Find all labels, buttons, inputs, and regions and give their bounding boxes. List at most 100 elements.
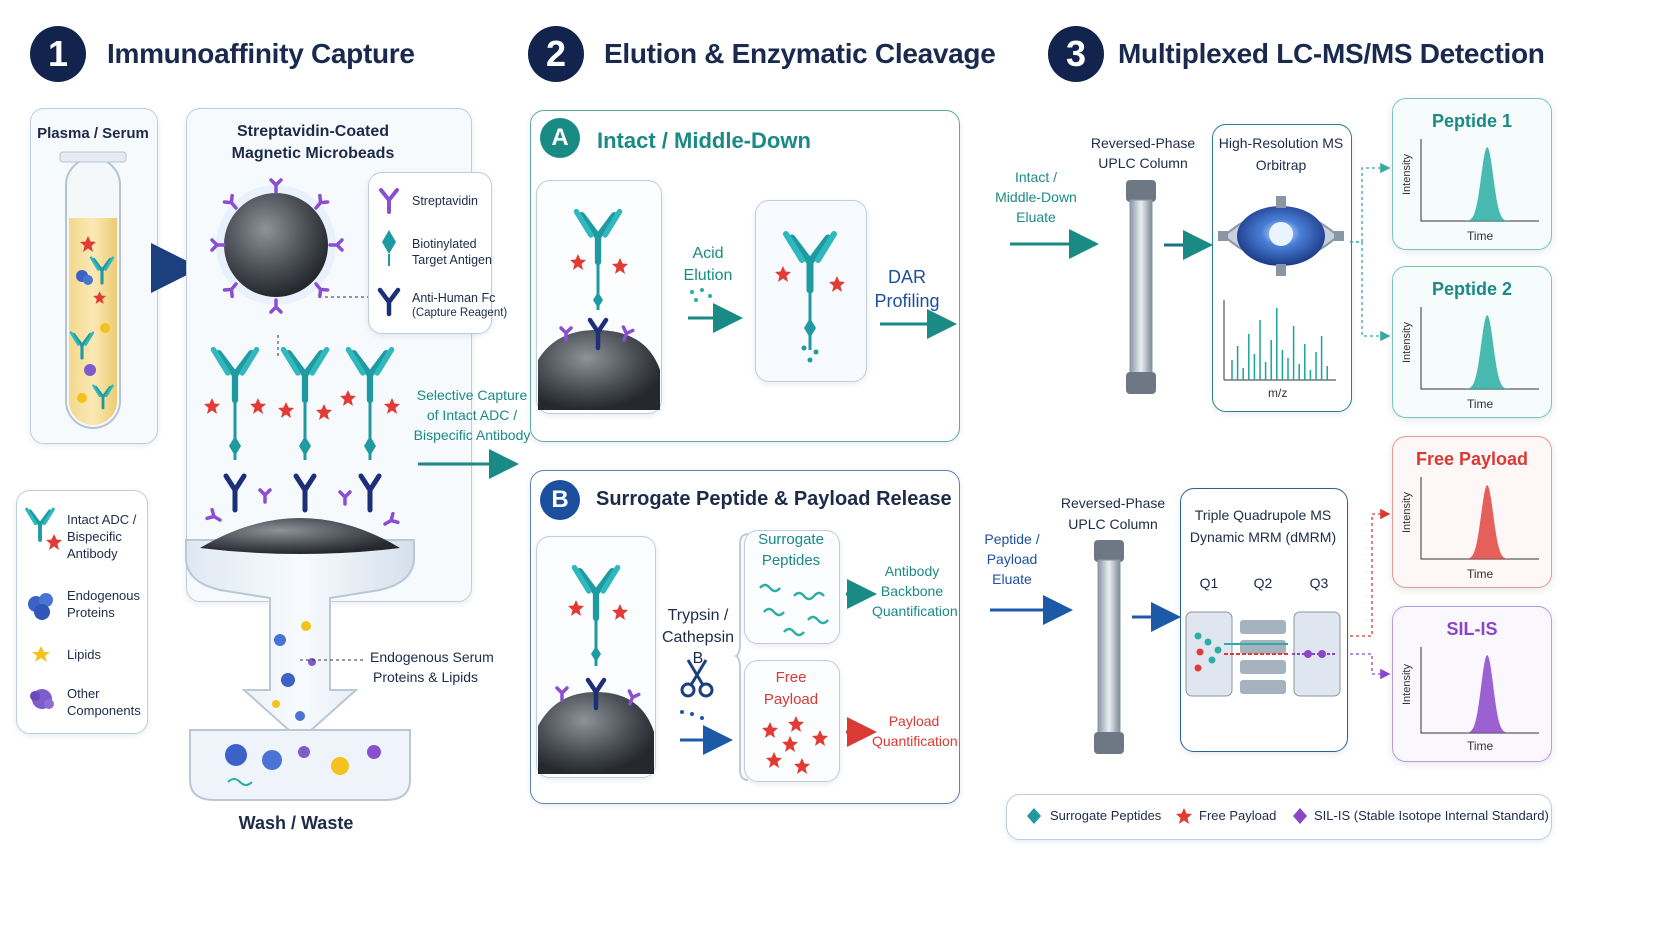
captured-antibody-2 <box>278 350 332 513</box>
panel-a-title: Intact / Middle-Down <box>597 128 811 153</box>
chromatogram-connectors <box>1350 162 1391 680</box>
eluate-top-label-3: Eluate <box>1016 209 1056 225</box>
endogenous-label-2: Proteins & Lipids <box>373 669 479 685</box>
beads-title-line2: Magnetic Microbeads <box>231 145 395 162</box>
backbone-label-3: Quantification <box>872 603 958 619</box>
step-3-title: Multiplexed LC-MS/MS Detection <box>1118 38 1545 69</box>
surrogate-label-2: Peptides <box>761 552 821 569</box>
legend-endogenous-2: Proteins <box>67 605 115 620</box>
x-axis-label: Time <box>1467 229 1494 243</box>
free-payload-stars-icon <box>762 716 828 774</box>
chromatogram-peak <box>1423 655 1537 733</box>
acid-elution-label-2: Elution <box>683 267 733 284</box>
legend-antigen-label-2: Target Antigen <box>412 253 492 267</box>
legend-endogenous-1: Endogenous <box>67 588 141 603</box>
enzyme-label-2: Cathepsin B <box>661 629 735 667</box>
orbitrap-label-2: Orbitrap <box>1255 157 1307 173</box>
chromatogram-peptide-2: Peptide 2 Intensity Time <box>1392 266 1552 418</box>
orbitrap-icon <box>1218 196 1344 276</box>
triple-quadrupole-icon <box>1185 611 1341 697</box>
panel-b-bead-antibody-icon <box>538 536 654 774</box>
y-axis-label: Intensity <box>1401 492 1413 533</box>
legend-surrogate-label: Surrogate Peptides <box>1050 808 1162 823</box>
chromatogram-peak <box>1423 485 1537 559</box>
bracket <box>733 533 749 781</box>
eluate-bottom-label-3: Eluate <box>992 571 1032 587</box>
payload-quant-label-2: Quantification <box>872 733 958 749</box>
mz-axis-label: m/z <box>1268 386 1288 400</box>
y-axis-label: Intensity <box>1401 664 1413 705</box>
capture-to-elution-arrow <box>418 449 519 479</box>
acid-elution-label-1: Acid <box>692 245 724 262</box>
step-1-badge: 1 <box>30 26 86 82</box>
chromatogram-free-payload: Free Payload Intensity Time <box>1392 436 1552 588</box>
selective-capture-label-3: Bispecific Antibody <box>413 427 531 443</box>
captured-antibodies <box>204 340 400 513</box>
plasma-tube-icon <box>59 151 127 429</box>
acid-elution-arrow <box>688 288 743 333</box>
step-2-title: Elution & Enzymatic Cleavage <box>604 38 996 69</box>
fc-leader-line <box>277 335 279 357</box>
step-2-badge: 2 <box>528 26 584 82</box>
chromatogram-title: Peptide 1 <box>1431 111 1513 131</box>
bead-leader-line <box>325 296 371 298</box>
step-1-title: Immunoaffinity Capture <box>107 38 415 69</box>
eluate-bottom-label-2: Payload <box>986 551 1038 567</box>
panel-a-bead-antibody-icon <box>538 180 660 410</box>
x-axis-label: Time <box>1467 739 1494 753</box>
dar-label-2: Profiling <box>874 291 940 311</box>
components-legend-icons <box>24 507 62 709</box>
plasma-to-beads-arrow <box>151 243 201 293</box>
panel-b-badge: B <box>540 480 580 520</box>
free-payload-card <box>744 660 840 782</box>
chromatogram-title: SIL-IS <box>1446 619 1498 639</box>
panel-a-badge: A <box>540 118 580 158</box>
q1-label: Q1 <box>1199 575 1219 591</box>
backbone-label-1: Antibody <box>884 563 940 579</box>
legend-lipids: Lipids <box>67 647 101 662</box>
x-axis-label: Time <box>1467 397 1494 411</box>
legend-adc-2: Bispecific <box>67 529 122 544</box>
qqq-label-2: Dynamic MRM (dMRM) <box>1189 529 1337 545</box>
endogenous-label-1: Endogenous Serum <box>370 649 494 665</box>
legend-fc-label-2: (Capture Reagent) <box>412 307 508 319</box>
payload-quant-label-1: Payload <box>888 713 940 729</box>
column-top-label-1: Reversed-Phase <box>1090 135 1196 151</box>
waste-leader-line <box>300 659 366 661</box>
column-bottom-label-1: Reversed-Phase <box>1060 495 1166 511</box>
legend-sil-is-label: SIL-IS (Stable Isotope Internal Standard… <box>1314 808 1549 823</box>
legend-payload-label: Free Payload <box>1199 808 1277 823</box>
column-bottom-label-2: UPLC Column <box>1068 516 1158 532</box>
eluate-top-label-1: Intact / <box>1014 169 1058 185</box>
column-top-label-2: UPLC Column <box>1098 155 1188 171</box>
plasma-label: Plasma / Serum <box>37 125 149 142</box>
panel-b-title: Surrogate Peptide & Payload Release <box>596 488 952 510</box>
captured-antibody-3 <box>340 350 400 513</box>
chromatogram-sil-is: SIL-IS Intensity Time <box>1392 606 1552 762</box>
selective-capture-label-1: Selective Capture <box>416 387 528 403</box>
backbone-label-2: Backbone <box>880 583 944 599</box>
free-payload-label-2: Payload <box>763 691 819 708</box>
legend-other-1: Other <box>67 686 100 701</box>
peak-plot <box>1420 307 1539 390</box>
eluate-top-label-2: Middle-Down <box>995 189 1077 205</box>
selective-capture-label-2: of Intact ADC / <box>426 407 518 423</box>
uplc-column-bottom-icon <box>1094 540 1124 754</box>
sil-is-icon <box>1293 808 1307 824</box>
qqq-label-1: Triple Quadrupole MS <box>1194 507 1332 523</box>
x-axis-label: Time <box>1467 567 1494 581</box>
chromatogram-peptide-1: Peptide 1 Intensity Time <box>1392 98 1552 250</box>
peak-plot <box>1420 647 1539 734</box>
chromatogram-title: Free Payload <box>1415 449 1529 469</box>
bottom-legend <box>1006 794 1552 840</box>
payload-arrow <box>846 717 877 747</box>
y-axis-label: Intensity <box>1401 154 1413 195</box>
chromatogram-peak <box>1423 147 1537 221</box>
legend-adc-3: Antibody <box>67 546 118 561</box>
legend-other-2: Components <box>67 703 141 718</box>
column-to-orbitrap-arrow <box>1164 230 1213 260</box>
chromatogram-peak <box>1423 315 1537 389</box>
captured-antibody-1 <box>204 350 266 513</box>
legend-streptavidin-label: Streptavidin <box>412 194 479 208</box>
legend-adc-1: Intact ADC / <box>67 512 137 527</box>
